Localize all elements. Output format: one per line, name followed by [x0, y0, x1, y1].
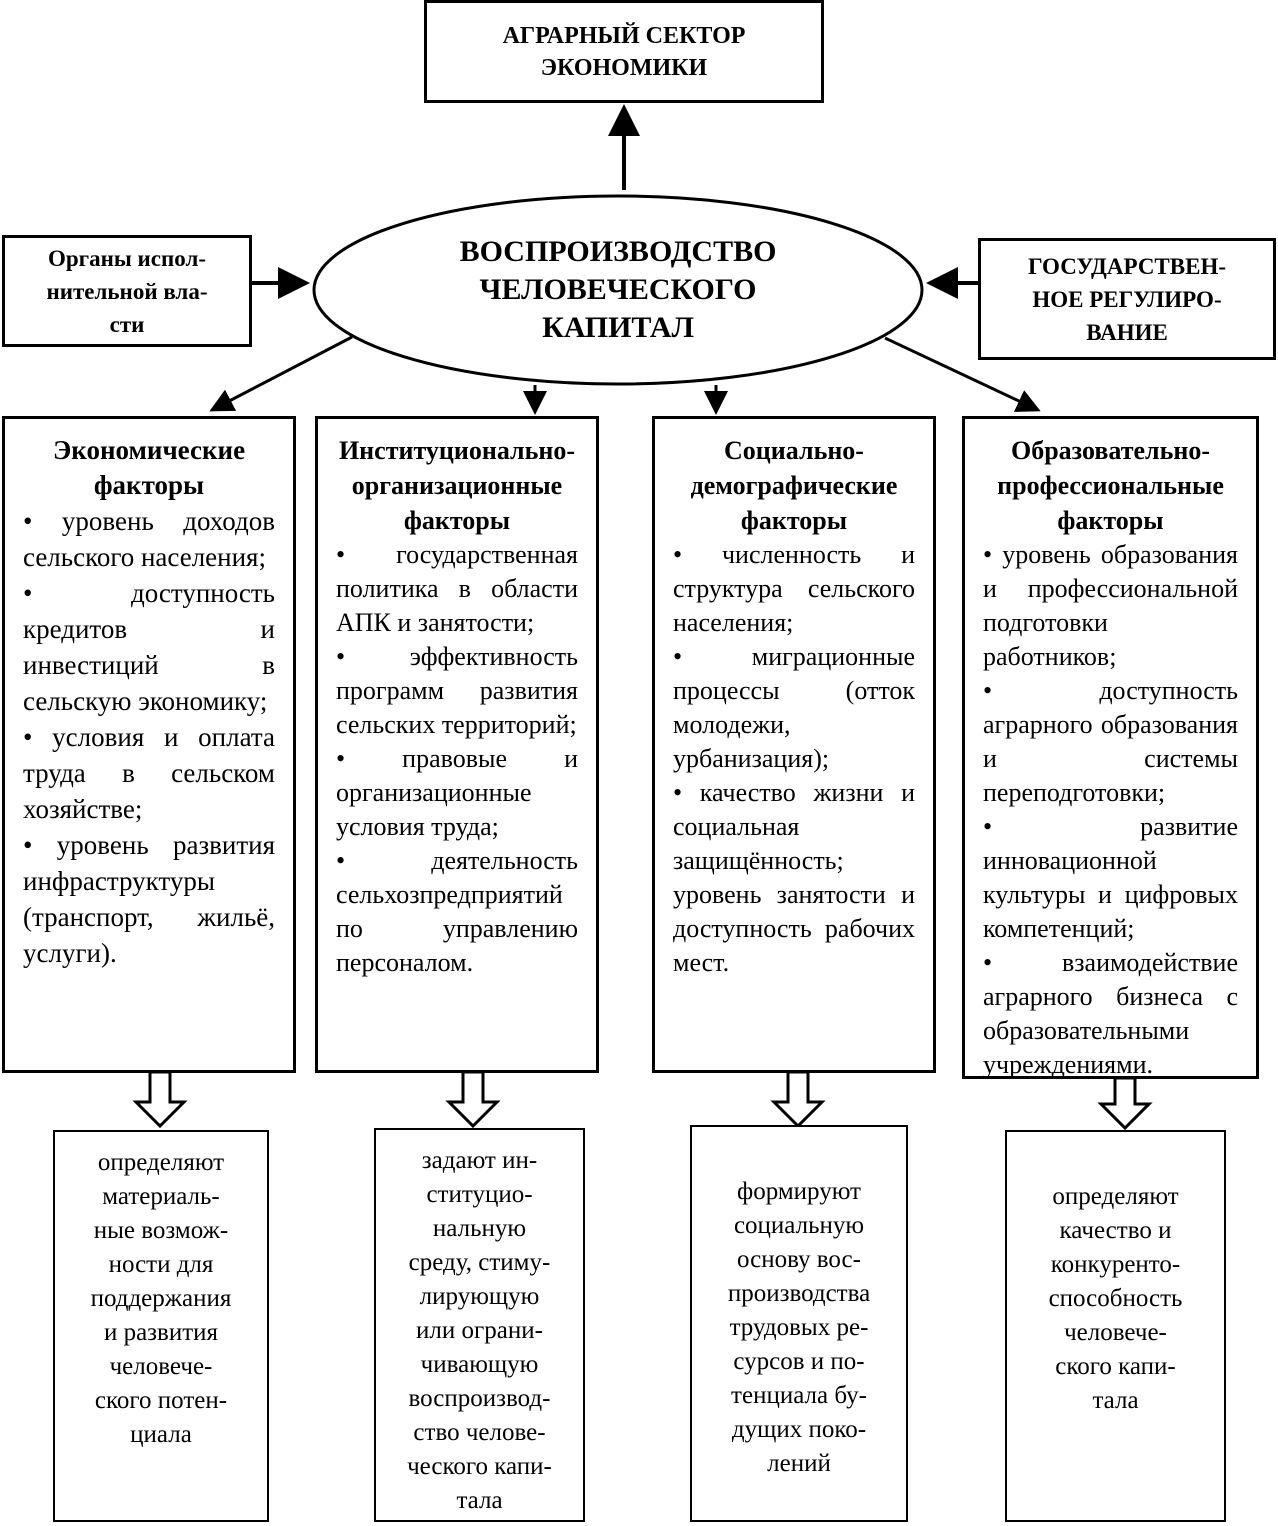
hollow-arrow-3 — [770, 1070, 826, 1129]
result-line: дущих поко- — [731, 1416, 867, 1443]
result-line: среду, стиму- — [408, 1249, 551, 1276]
result-line: материаль- — [102, 1183, 220, 1210]
result-line: поддержания — [90, 1285, 232, 1312]
factor-item: • государственная политика в области АПК… — [336, 540, 578, 637]
center-label: ВОСПРОИЗВОДСТВО ЧЕЛОВЕЧЕСКОГО КАПИТАЛ — [330, 228, 906, 352]
result-line: лирующую — [419, 1283, 540, 1310]
result-line: основу вос- — [737, 1246, 861, 1273]
result-line: способность — [1048, 1285, 1183, 1312]
result-box-economic: определяют материаль- ные возмож- ности … — [53, 1130, 269, 1522]
result-line: человече- — [109, 1353, 213, 1380]
result-line: нальную — [432, 1215, 527, 1242]
result-line: ституцио- — [426, 1181, 533, 1208]
factor-item: • миграционные процессы (отток молодежи,… — [673, 642, 915, 773]
result-line: ского потен- — [94, 1387, 228, 1414]
left-box-line: нительной вла- — [46, 278, 208, 304]
result-line: определяют — [1052, 1183, 1179, 1210]
factor-item: • развитие инновационной культуры и цифр… — [983, 812, 1238, 943]
right-box-line: НОЕ РЕГУЛИРО- — [1032, 286, 1222, 312]
top-box-line: ЭКОНОМИКИ — [540, 54, 708, 81]
factor-item: • качество жизни и социальная защищённос… — [673, 778, 915, 875]
center-line: ВОСПРОИЗВОДСТВО — [459, 235, 777, 268]
result-line: определяют — [97, 1149, 225, 1176]
arrow-col4 — [884, 336, 1041, 412]
result-box-educational: определяют качество и конкуренто- способ… — [1005, 1130, 1226, 1522]
result-line: тала — [1092, 1387, 1139, 1414]
factor-item: уровень занятости и доступность рабочих … — [673, 880, 915, 977]
result-line: человече- — [1064, 1319, 1167, 1346]
factor-item: • уровень образования и профессиональной… — [983, 540, 1238, 671]
factor-item: • доступность кредитов и инвестиций в се… — [23, 578, 275, 716]
result-line: производства — [727, 1280, 871, 1307]
result-box-institutional: задают ин- ституцио- нальную среду, стим… — [374, 1128, 585, 1522]
hollow-arrow-4 — [1097, 1076, 1153, 1131]
column-title: Институционально-организационные факторы — [338, 436, 576, 535]
educational-factors-box: Образовательно-профессиональные факторы … — [962, 416, 1259, 1079]
result-line: циала — [130, 1421, 192, 1448]
result-line: чивающую — [420, 1351, 539, 1378]
result-line: конкуренто- — [1050, 1251, 1181, 1278]
institutional-factors-box: Институционально-организационные факторы… — [315, 416, 599, 1073]
hollow-arrow-1 — [132, 1070, 188, 1129]
result-line: ского капи- — [1055, 1353, 1176, 1380]
top-box-line: АГРАРНЫЙ СЕКТОР — [502, 22, 746, 49]
result-line: сурсов и по- — [733, 1348, 865, 1375]
factor-item: • доступность аграрного образования и си… — [983, 676, 1238, 807]
result-line: тенциала бу- — [731, 1382, 867, 1409]
result-line: ство челове- — [413, 1419, 546, 1446]
social-demographic-factors-box: Социально-демографические факторы • числ… — [652, 416, 936, 1073]
result-line: ческого капи- — [407, 1453, 552, 1480]
result-line: и развития — [103, 1319, 219, 1346]
factor-item: • уровень доходов сельского населения; — [23, 506, 275, 572]
result-line: или ограни- — [416, 1317, 543, 1344]
result-line: ные возмож- — [93, 1217, 229, 1244]
top-box: АГРАРНЫЙ СЕКТОР ЭКОНОМИКИ — [424, 0, 824, 103]
result-line: качество и — [1059, 1217, 1172, 1244]
right-box-line: ВАНИЕ — [1086, 319, 1168, 345]
result-box-social: формируют социальную основу вос- произво… — [690, 1125, 908, 1522]
column-title: Образовательно-профессиональные факторы — [997, 436, 1224, 535]
arrow-col1 — [209, 335, 353, 412]
result-line: воспроизвод- — [408, 1385, 551, 1412]
hollow-arrow-2 — [445, 1070, 501, 1129]
column-title: Социально-демографические факторы — [690, 436, 898, 535]
center-ellipse — [312, 194, 924, 386]
result-line: лений — [767, 1450, 831, 1477]
right-box: ГОСУДАРСТВЕН- НОЕ РЕГУЛИРО- ВАНИЕ — [978, 238, 1276, 360]
left-box-line: Органы испол- — [47, 245, 207, 271]
economic-factors-box: Экономические факторы • уровень доходов … — [2, 416, 296, 1073]
result-line: формируют — [737, 1178, 861, 1205]
factor-item: • численность и структура сельского насе… — [673, 540, 915, 637]
factor-item: • деятельность сельхозпредприятий по упр… — [336, 846, 578, 977]
result-line: задают ин- — [421, 1147, 538, 1174]
column-title: Экономические факторы — [52, 435, 246, 500]
right-box-line: ГОСУДАРСТВЕН- — [1027, 253, 1227, 279]
result-line: социальную — [733, 1212, 865, 1239]
result-line: ности для — [108, 1251, 214, 1278]
left-box-line: сти — [109, 311, 145, 337]
factor-item: • взаимодействие аграрного бизнеса с обр… — [983, 948, 1238, 1079]
left-box: Органы испол- нительной вла- сти — [2, 235, 252, 347]
factor-item: • правовые и организационные условия тру… — [336, 744, 578, 841]
factor-item: • эффективность программ развития сельск… — [336, 642, 578, 739]
result-line: трудовых ре- — [729, 1314, 869, 1341]
factor-item: • условия и оплата труда в сельском хозя… — [23, 722, 275, 824]
center-line: ЧЕЛОВЕЧЕСКОГО — [479, 273, 757, 306]
center-line: КАПИТАЛ — [542, 311, 694, 344]
factor-item: • уровень развития инфраструктуры (транс… — [23, 830, 275, 968]
result-line: тала — [456, 1487, 503, 1514]
